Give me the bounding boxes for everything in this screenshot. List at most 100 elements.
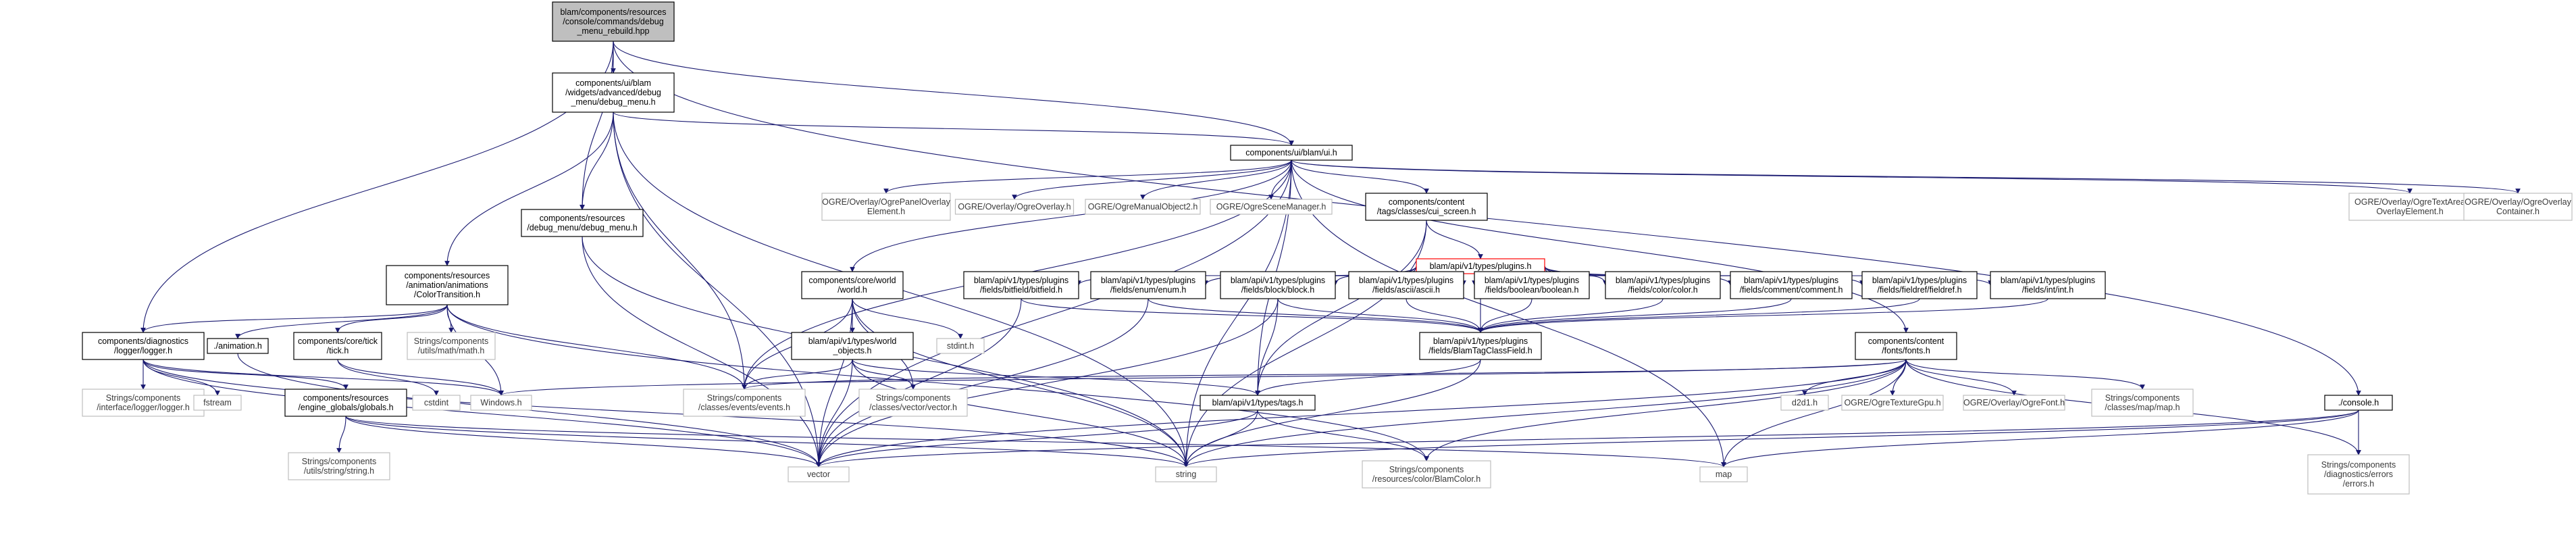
node-box: [1365, 193, 1488, 221]
edge-fonts-h-to-events-h: [742, 359, 1907, 390]
node-box: [407, 332, 496, 360]
edge-ui-h-to-map: [1291, 159, 1726, 468]
node-color-transition[interactable]: components/resources/animation/animation…: [386, 265, 509, 305]
node-label-line: /classes/events/events.h: [698, 403, 790, 412]
node-label-line: components/content: [1868, 337, 1944, 346]
node-p-int[interactable]: blam/api/v1/types/plugins/fields/int/int…: [1990, 271, 2106, 299]
node-d2d1[interactable]: d2d1.h: [1780, 395, 1829, 411]
node-box: [963, 271, 1079, 299]
node-ogre-font[interactable]: OGRE/Overlay/OgreFont.h: [1963, 395, 2065, 411]
node-p-block[interactable]: blam/api/v1/types/plugins/fields/block/b…: [1220, 271, 1336, 299]
node-cui-screen[interactable]: components/content/tags/classes/cui_scre…: [1365, 193, 1488, 221]
node-box: [1090, 271, 1206, 299]
edge-color-transition-to-blamcolor: [446, 304, 1429, 462]
node-ogre-textarea[interactable]: OGRE/Overlay/OgreTextAreaOverlayElement.…: [2348, 193, 2471, 221]
node-tick-h[interactable]: components/core/tick/tick.h: [293, 332, 382, 360]
node-label-line: components/resources: [405, 271, 490, 280]
node-map[interactable]: map: [1699, 466, 1748, 482]
node-p-ascii[interactable]: blam/api/v1/types/plugins/fields/ascii/a…: [1348, 271, 1464, 299]
node-string[interactable]: string: [1155, 466, 1217, 482]
node-vector[interactable]: vector: [788, 466, 850, 482]
node-p-enum[interactable]: blam/api/v1/types/plugins/fields/enum/en…: [1090, 271, 1206, 299]
node-label-line: blam/api/v1/types/plugins: [1744, 276, 1838, 285]
edge-fonts-h-to-ogre-font: [1905, 359, 2017, 396]
node-label-line: OGRE/Overlay/OgreTextArea: [2354, 197, 2465, 207]
node-p-boolean[interactable]: blam/api/v1/types/plugins/fields/boolean…: [1474, 271, 1590, 299]
node-p-fieldref[interactable]: blam/api/v1/types/plugins/fields/fieldre…: [1861, 271, 1978, 299]
node-label-line: OverlayElement.h: [2376, 207, 2443, 216]
node-debug-menu-res[interactable]: components/resources/debug_menu/debug_me…: [521, 209, 644, 237]
node-logger-iface[interactable]: Strings/components/interface/logger/logg…: [82, 389, 205, 417]
node-vector-h[interactable]: Strings/components/classes/vector/vector…: [858, 389, 968, 417]
node-label-line: /fields/enum/enum.h: [1110, 285, 1187, 295]
node-label-line: /logger/logger.h: [114, 346, 172, 355]
node-globals-h[interactable]: components/resources/engine_globals/glob…: [284, 389, 407, 417]
node-debug-menu-widget[interactable]: components/ui/blam/widgets/advanced/debu…: [552, 72, 675, 113]
node-label-line: vector: [807, 470, 830, 479]
node-label-line: /fields/ascii/ascii.h: [1372, 285, 1440, 295]
node-world-h[interactable]: components/core/world/world.h: [801, 271, 904, 299]
node-box: [954, 199, 1075, 215]
node-p-bitfield[interactable]: blam/api/v1/types/plugins/fields/bitfiel…: [963, 271, 1079, 299]
node-string-h[interactable]: Strings/components/utils/string/string.h: [288, 452, 390, 480]
node-box: [1155, 466, 1217, 482]
node-label-line: components/resources: [303, 393, 388, 403]
node-root[interactable]: blam/components/resources/console/comman…: [552, 1, 675, 42]
node-label-line: blam/api/v1/types/plugins: [1359, 276, 1453, 285]
edge-ui-h-to-vector: [816, 159, 1292, 468]
node-box: [1085, 199, 1201, 215]
edge-debug-menu-res-to-vector: [582, 236, 821, 468]
node-stdint[interactable]: stdint.h: [936, 338, 985, 354]
node-label-line: blam/api/v1/types/plugins.h: [1430, 261, 1532, 271]
node-box: [2348, 193, 2471, 221]
node-windows-h[interactable]: Windows.h: [470, 395, 532, 411]
node-label-line: blam/api/v1/types/world: [808, 337, 897, 346]
edge-p-bitfield-to-vector: [816, 298, 1022, 468]
node-tagclassfield[interactable]: blam/api/v1/types/plugins/fields/BlamTag…: [1419, 332, 1542, 360]
node-label-line: Strings/components: [707, 393, 781, 403]
node-fonts-h[interactable]: components/content/fonts/fonts.h: [1855, 332, 1957, 360]
node-box: [1200, 395, 1316, 411]
node-events-h[interactable]: Strings/components/classes/events/events…: [683, 389, 806, 417]
node-box: [788, 466, 850, 482]
node-ogre-manual[interactable]: OGRE/OgreManualObject2.h: [1085, 199, 1201, 215]
node-ogre-scene[interactable]: OGRE/OgreSceneManager.h: [1210, 199, 1333, 215]
node-ui-h[interactable]: components/ui/blam/ui.h: [1230, 145, 1353, 161]
edge-ui-h-to-fonts-h: [1291, 159, 1909, 333]
edge-tick-h-to-cstdint: [337, 359, 439, 396]
edge-p-block-to-tags-h: [1255, 298, 1279, 396]
node-label-line: /interface/logger/logger.h: [97, 403, 190, 412]
edge-p-enum-to-tagclassfield: [1148, 298, 1483, 333]
node-animation-h[interactable]: ./animation.h: [207, 338, 269, 354]
node-blamcolor[interactable]: Strings/components/resources/color/BlamC…: [1362, 460, 1491, 489]
edge-p-enum-to-vector: [816, 298, 1149, 468]
edge-globals-h-to-string: [345, 416, 1189, 468]
node-box: [412, 395, 461, 411]
node-box: [1220, 271, 1336, 299]
node-cstdint[interactable]: cstdint: [412, 395, 461, 411]
edge-p-comment-to-tagclassfield: [1478, 298, 1792, 333]
node-p-comment[interactable]: blam/api/v1/types/plugins/fields/comment…: [1730, 271, 1853, 299]
node-label-line: components/ui/blam: [575, 78, 651, 88]
edge-tagclassfield-to-tags-h: [1255, 359, 1481, 396]
node-plugins-h[interactable]: blam/api/v1/types/plugins.h: [1416, 258, 1545, 274]
node-label-line: components/resources: [540, 214, 625, 223]
edges-layer: [140, 41, 2521, 468]
node-p-color[interactable]: blam/api/v1/types/plugins/fields/color/c…: [1605, 271, 1721, 299]
edge-world-objects-to-vector: [816, 359, 853, 468]
node-map-h[interactable]: Strings/components/classes/map/map.h: [2091, 389, 2194, 417]
node-logger-h[interactable]: components/diagnostics/logger/logger.h: [82, 332, 205, 360]
node-world-objects[interactable]: blam/api/v1/types/world_objects.h: [791, 332, 914, 360]
edge-p-bitfield-to-tagclassfield: [1021, 298, 1483, 333]
edge-world-h-to-stdint: [852, 298, 963, 339]
node-ogre-overlay[interactable]: OGRE/Overlay/OgreOverlay.h: [954, 199, 1075, 215]
node-console-h[interactable]: ./console.h: [2324, 395, 2393, 411]
node-fstream[interactable]: fstream: [193, 395, 242, 411]
node-ogre-texturegpu[interactable]: OGRE/OgreTextureGpu.h: [1841, 395, 1944, 411]
node-tags-h[interactable]: blam/api/v1/types/tags.h: [1200, 395, 1316, 411]
node-math-h[interactable]: Strings/components/utils/math/math.h: [407, 332, 496, 360]
node-box: [821, 193, 951, 221]
node-errors-h[interactable]: Strings/components/diagnostics/errors/er…: [2307, 454, 2410, 495]
